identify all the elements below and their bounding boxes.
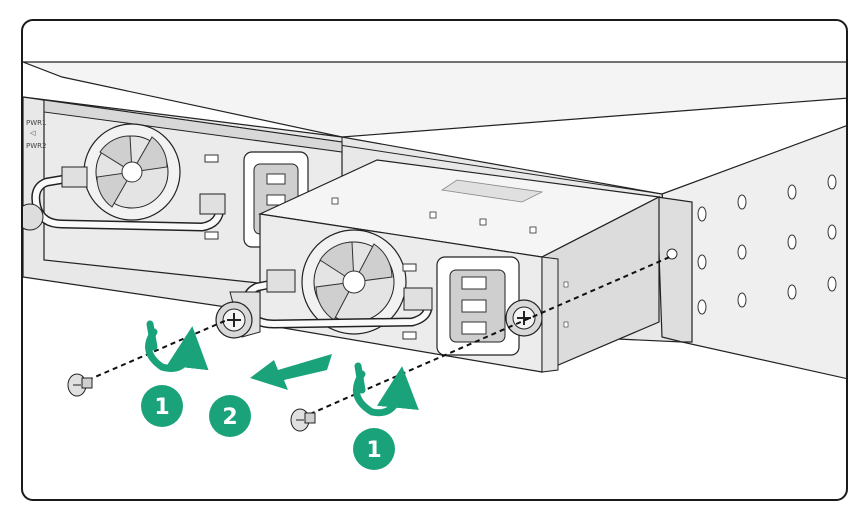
svg-text:1: 1 bbox=[154, 395, 169, 420]
right-captive-screw-icon bbox=[505, 299, 543, 337]
step-badge-left-screw: 1 bbox=[141, 385, 183, 427]
pwr1-label: PWR1 bbox=[26, 119, 46, 127]
right-screw-icon bbox=[290, 408, 316, 432]
left-captive-screw-icon bbox=[215, 301, 253, 339]
left-rotate-arrow-icon bbox=[145, 320, 209, 372]
illustration-frame: PWR1 ◁ PWR2 bbox=[21, 19, 848, 501]
pwr-indicator-icon: ◁ bbox=[30, 129, 36, 137]
svg-text:1: 1 bbox=[366, 438, 381, 463]
step-badge-right-screw: 1 bbox=[353, 428, 395, 470]
pwr2-label: PWR2 bbox=[26, 142, 46, 150]
left-screw-path bbox=[87, 319, 228, 381]
step-badge-pull-out: 2 bbox=[209, 395, 251, 437]
psu-removal-diagram: PWR1 ◁ PWR2 bbox=[23, 61, 846, 470]
svg-text:2: 2 bbox=[222, 405, 237, 430]
removed-power-supply bbox=[229, 159, 661, 373]
left-screw-icon bbox=[67, 373, 93, 397]
right-screw-path bbox=[309, 255, 673, 415]
right-rotate-arrow-icon bbox=[352, 362, 419, 417]
pull-out-arrow-icon bbox=[250, 354, 332, 390]
